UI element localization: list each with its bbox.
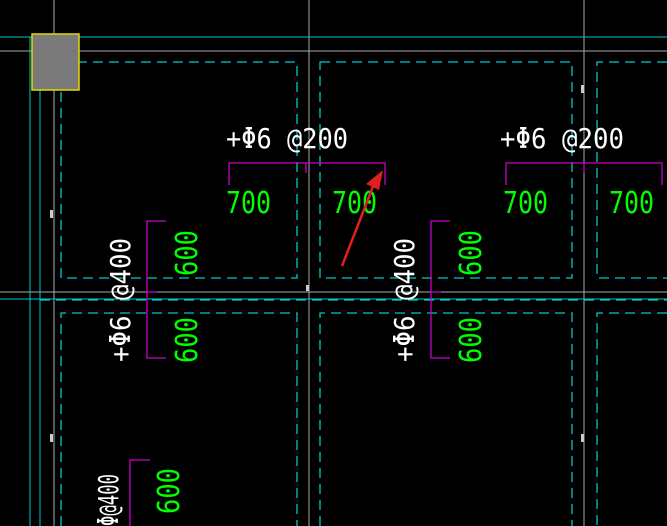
dimension-text-600[interactable]: 600: [454, 230, 489, 276]
rebar-label-top-right[interactable]: +Φ6 @200: [500, 122, 624, 155]
grid-dot: [50, 210, 53, 218]
square-grip-icon[interactable]: [31, 33, 80, 91]
grid-dot: [581, 85, 584, 93]
dimension-text-600[interactable]: 600: [170, 317, 205, 363]
dimension-line-left: [146, 220, 166, 359]
beam-edges: [0, 36, 667, 526]
grid-dot: [50, 434, 53, 442]
rebar-label-vertical-mid[interactable]: +Φ6 @400: [388, 238, 421, 362]
dimension-text-700[interactable]: 700: [609, 186, 654, 221]
dimension-text-700[interactable]: 700: [503, 186, 548, 221]
rebar-label-top-left[interactable]: +Φ6 @200: [226, 122, 348, 155]
dimension-text-600[interactable]: 600: [454, 317, 489, 363]
grid-dot: [581, 434, 584, 442]
slab-outline-bottom-mid: [319, 312, 573, 526]
dimension-text-700[interactable]: 700: [226, 186, 271, 221]
dimension-text-600[interactable]: 600: [152, 468, 187, 514]
slab-outline-top-right: [596, 61, 667, 279]
rebar-label-vertical-bottom[interactable]: Φ@400: [92, 474, 125, 526]
slab-outline-top-left: [60, 61, 298, 279]
rebar-label-vertical-left[interactable]: +Φ6 @400: [104, 238, 137, 362]
dimension-line-top-left: [228, 162, 386, 185]
slab-outline-top-mid: [319, 61, 573, 279]
slab-outline-bottom-right: [596, 312, 667, 526]
red-arrow-icon: [340, 170, 383, 267]
dimension-text-700[interactable]: 700: [332, 186, 377, 221]
dimension-text-600[interactable]: 600: [170, 230, 205, 276]
dimension-line-mid: [430, 220, 450, 359]
dimension-line-bottom: [129, 459, 150, 526]
grid-dot: [306, 285, 309, 291]
grid-dots: [50, 85, 584, 442]
slab-outlines: [40, 61, 667, 526]
dimension-lines: [129, 162, 663, 526]
